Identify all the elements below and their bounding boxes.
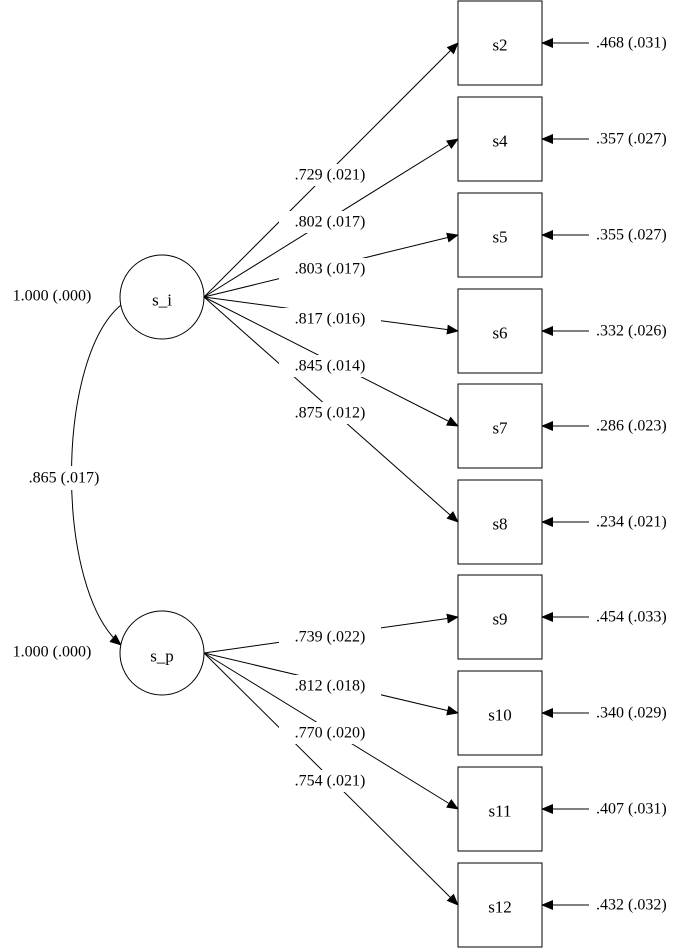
indicator-s8 (457, 479, 543, 565)
indicator-s10 (457, 670, 543, 756)
residual-label-s8: .234 (.021) (596, 514, 667, 531)
latent-s_i (119, 254, 205, 340)
loading-label-s12: .754 (.021) (295, 773, 366, 790)
latent-label-s_p: s_p (150, 647, 174, 666)
loading-label-s4: .802 (.017) (295, 214, 366, 231)
indicator-label-s2: s2 (492, 36, 507, 55)
loading-label-s2: .729 (.021) (295, 167, 366, 184)
indicator-label-s7: s7 (492, 419, 508, 438)
indicator-s11 (457, 766, 543, 852)
indicator-s5 (457, 192, 543, 278)
loading-label-s7: .845 (.014) (295, 358, 366, 375)
loading-label-bg-s4 (279, 211, 381, 233)
indicator-s7 (457, 383, 543, 469)
loading-label-bg-s2 (279, 164, 381, 186)
loading-label-bg-s9 (279, 626, 381, 648)
indicator-s2 (457, 0, 543, 86)
loading-label-bg-s10 (279, 675, 381, 697)
residual-label-s4: .357 (.027) (596, 131, 667, 148)
covariance-label-bg (0, 466, 128, 490)
residual-label-s5: .355 (.027) (596, 227, 667, 244)
latent-s_p (119, 610, 205, 696)
indicator-label-s10: s10 (488, 706, 512, 725)
loading-label-s11: .770 (.020) (295, 725, 366, 742)
indicator-label-s11: s11 (489, 802, 512, 821)
indicator-label-s8: s8 (492, 515, 507, 534)
residual-label-s2: .468 (.031) (596, 35, 667, 52)
residual-label-s9: .454 (.033) (596, 609, 667, 626)
indicator-label-s6: s6 (492, 324, 507, 343)
latent-label-s_i: s_i (152, 291, 172, 310)
residual-label-s11: .407 (.031) (596, 801, 667, 818)
indicator-s9 (457, 574, 543, 660)
loading-label-s6: .817 (.016) (295, 311, 366, 328)
indicator-label-s9: s9 (492, 610, 507, 629)
latent-variance-s_p: 1.000 (.000) (13, 644, 92, 661)
loading-label-s9: .739 (.022) (295, 629, 366, 646)
residual-label-s12: .432 (.032) (596, 897, 667, 914)
loading-label-s10: .812 (.018) (295, 678, 366, 695)
loading-label-bg-s6 (279, 308, 381, 330)
residual-label-s6: .332 (.026) (596, 323, 667, 340)
indicator-s6 (457, 288, 543, 374)
residual-label-s7: .286 (.023) (596, 418, 667, 435)
loading-label-bg-s5 (279, 258, 381, 280)
indicator-label-s5: s5 (492, 228, 507, 247)
indicator-s12 (457, 862, 543, 948)
indicator-label-s12: s12 (488, 898, 512, 917)
loading-label-bg-s7 (279, 355, 381, 377)
loading-label-bg-s8 (279, 402, 381, 424)
loading-label-bg-s12 (279, 770, 381, 792)
residual-label-s10: .340 (.029) (596, 705, 667, 722)
loading-label-s8: .875 (.012) (295, 405, 366, 422)
loading-label-bg-s11 (279, 722, 381, 744)
indicator-label-s4: s4 (492, 132, 508, 151)
indicator-s4 (457, 96, 543, 182)
loading-label-s5: .803 (.017) (295, 261, 366, 278)
covariance-label: .865 (.017) (29, 470, 100, 487)
latent-variance-s_i: 1.000 (.000) (13, 288, 92, 305)
